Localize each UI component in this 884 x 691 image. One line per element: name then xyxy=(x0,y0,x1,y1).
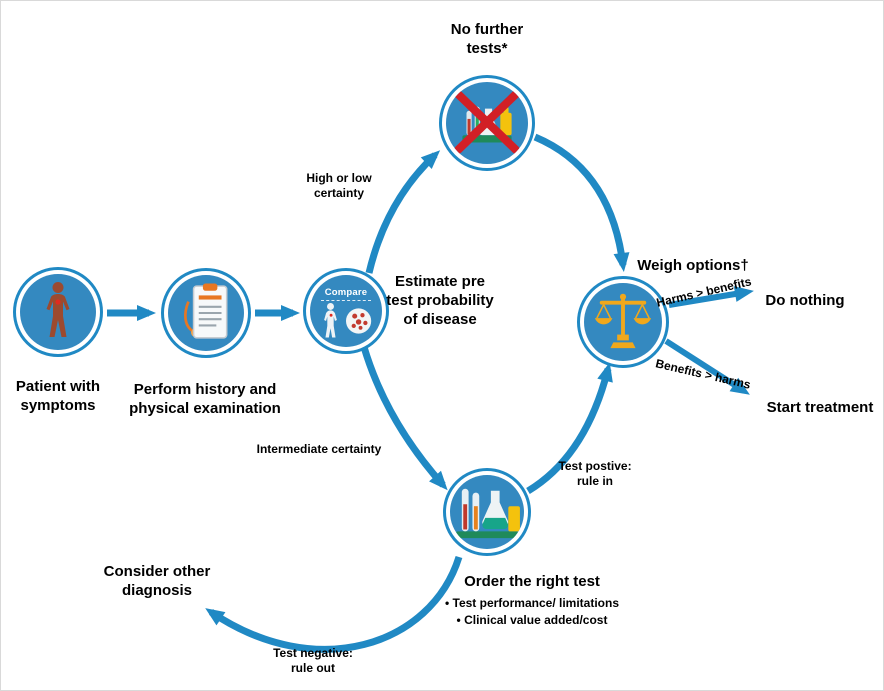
consider-other-diagnosis-label: Consider other diagnosis xyxy=(103,563,211,599)
no-further-tests-disc xyxy=(446,82,528,164)
history-disc xyxy=(168,275,244,351)
order-test-title: Order the right test xyxy=(464,573,600,590)
compare-disc: Compare xyxy=(310,275,382,347)
patient-body-icon xyxy=(46,282,70,337)
order-test-bullet-1: • Test performance/ limitations xyxy=(444,595,620,610)
estimate-pretest-label: Estimate pre test probability of disease xyxy=(386,273,494,328)
arrow-compare-to-order-test xyxy=(360,346,448,491)
no-further-tests-node xyxy=(439,75,535,171)
arrow-no-further-tests-to-weigh xyxy=(533,133,630,272)
order-test-label: Order the right test • Test performance/… xyxy=(441,573,623,628)
compare-node: Compare xyxy=(303,268,389,354)
patient-label: Patient with symptoms xyxy=(15,378,101,414)
lab-tests-icon xyxy=(456,488,520,539)
crossed-lab-tests-icon xyxy=(454,90,520,154)
order-test-node xyxy=(443,468,531,556)
edge-label-high-low-certainty: High or low certainty xyxy=(306,171,372,200)
edge-label-benefits-gt-harms: Benefits > harms xyxy=(654,356,752,392)
edge-label-test-positive: Test postive: rule in xyxy=(558,459,632,488)
weigh-options-disc xyxy=(584,283,662,361)
do-nothing-label: Do nothing xyxy=(765,292,845,309)
edge-label-intermediate-certainty: Intermediate certainty xyxy=(256,442,382,456)
balance-scale-icon xyxy=(594,293,652,349)
arrow-order-test-to-consider-other xyxy=(205,555,463,653)
edge-label-test-negative: Test negative: rule out xyxy=(273,646,353,675)
order-test-disc xyxy=(450,475,524,549)
clipboard-stethoscope-icon xyxy=(183,283,228,339)
patient-node xyxy=(13,267,103,357)
order-test-bullet-2: • Clinical value added/cost xyxy=(456,612,608,627)
no-further-tests-label: No further tests* xyxy=(450,21,524,57)
compare-body-dots-icon xyxy=(324,302,372,338)
weigh-options-label: Weigh options† xyxy=(637,257,749,274)
history-node xyxy=(161,268,251,358)
weigh-options-node xyxy=(577,276,669,368)
start-treatment-label: Start treatment xyxy=(766,399,874,416)
patient-disc xyxy=(20,274,96,350)
edge-label-harms-gt-benefits: Harms > benefits xyxy=(655,274,753,310)
red-cross-icon xyxy=(454,90,520,154)
compare-badge: Compare xyxy=(320,285,372,301)
history-label: Perform history and physical examination xyxy=(129,381,281,417)
order-test-bullets: • Test performance/ limitations • Clinic… xyxy=(441,595,623,629)
